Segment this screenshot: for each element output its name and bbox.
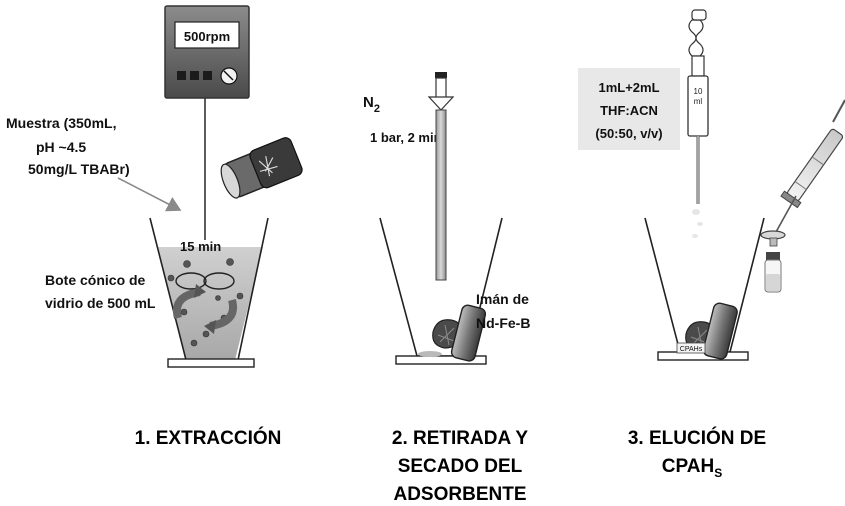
residue-label: CPAHs <box>680 346 703 353</box>
collection-vial <box>764 252 782 293</box>
magnet-icon <box>702 302 738 360</box>
step-3-title-subscript: S <box>714 466 722 480</box>
mixing-arrows-icon <box>173 284 237 334</box>
gas-conditions: 1 bar, 2 min <box>370 130 442 145</box>
stage-3-elution: 1mL+2mL THF:ACN (50:50, v/v) 10 ml <box>578 9 845 480</box>
vessel-label-line1: Bote cónico de <box>45 272 146 288</box>
step-3-title-line1: 3. ELUCIÓN DE <box>628 427 766 449</box>
conical-beaker <box>149 217 269 368</box>
pipette: 10 ml <box>687 9 709 238</box>
sample-label-line2: pH ~4.5 <box>36 139 86 155</box>
step-2-title-line2: SECADO DEL <box>398 456 523 477</box>
sample-label-line3: 50mg/L TBABr) <box>28 161 130 177</box>
stirring-time: 15 min <box>180 239 221 254</box>
magnet-label-line2: Nd-Fe-B <box>476 315 530 331</box>
step-1-title: 1. EXTRACCIÓN <box>135 427 282 449</box>
impeller-icon <box>175 272 235 290</box>
eluent-volume: 1mL+2mL <box>598 80 659 95</box>
pipette-unit: ml <box>694 97 703 106</box>
overhead-stirrer: 500rpm <box>164 5 250 99</box>
gas-symbol: N <box>363 94 374 111</box>
step-3-title-line2: CPAHS <box>662 456 722 480</box>
gas-label: N2 <box>363 94 380 115</box>
sample-arrow <box>117 177 182 212</box>
stage-1-extraction: 500rpm Muestra (350mL, pH ~4.5 50mg/L TB… <box>6 5 303 449</box>
syringe-filter <box>760 99 845 247</box>
pipette-volume: 10 <box>694 87 703 96</box>
magnet-label-line1: Imán de <box>476 291 529 307</box>
step-2-title-line1: 2. RETIRADA Y <box>392 428 529 449</box>
eluent-ratio: (50:50, v/v) <box>595 126 662 141</box>
stirrer-button <box>190 71 199 80</box>
nitrogen-needle <box>427 72 455 281</box>
stirrer-speed-display: 500rpm <box>184 29 230 44</box>
stage-2-drying: N2 1 bar, 2 min Imán de Nd-Fe-B 2. RETIR… <box>363 72 530 505</box>
sample-label-line1: Muestra (350mL, <box>6 115 116 131</box>
vessel-label-line2: vidrio de 500 mL <box>45 295 156 311</box>
speed-dial-icon <box>220 67 238 85</box>
eluent-info-box <box>578 68 680 150</box>
step-3-title-main: CPAH <box>662 456 714 477</box>
stirrer-button <box>203 71 212 80</box>
eluent-solvents: THF:ACN <box>600 103 658 118</box>
sorbent-vial <box>220 137 303 199</box>
stirrer-button <box>177 71 186 80</box>
magnet-icon <box>450 304 487 362</box>
residue-label-box <box>676 342 706 354</box>
step-2-title-line3: ADSORBENTE <box>393 484 526 505</box>
gas-subscript: 2 <box>374 103 380 115</box>
conical-beaker <box>379 217 503 365</box>
